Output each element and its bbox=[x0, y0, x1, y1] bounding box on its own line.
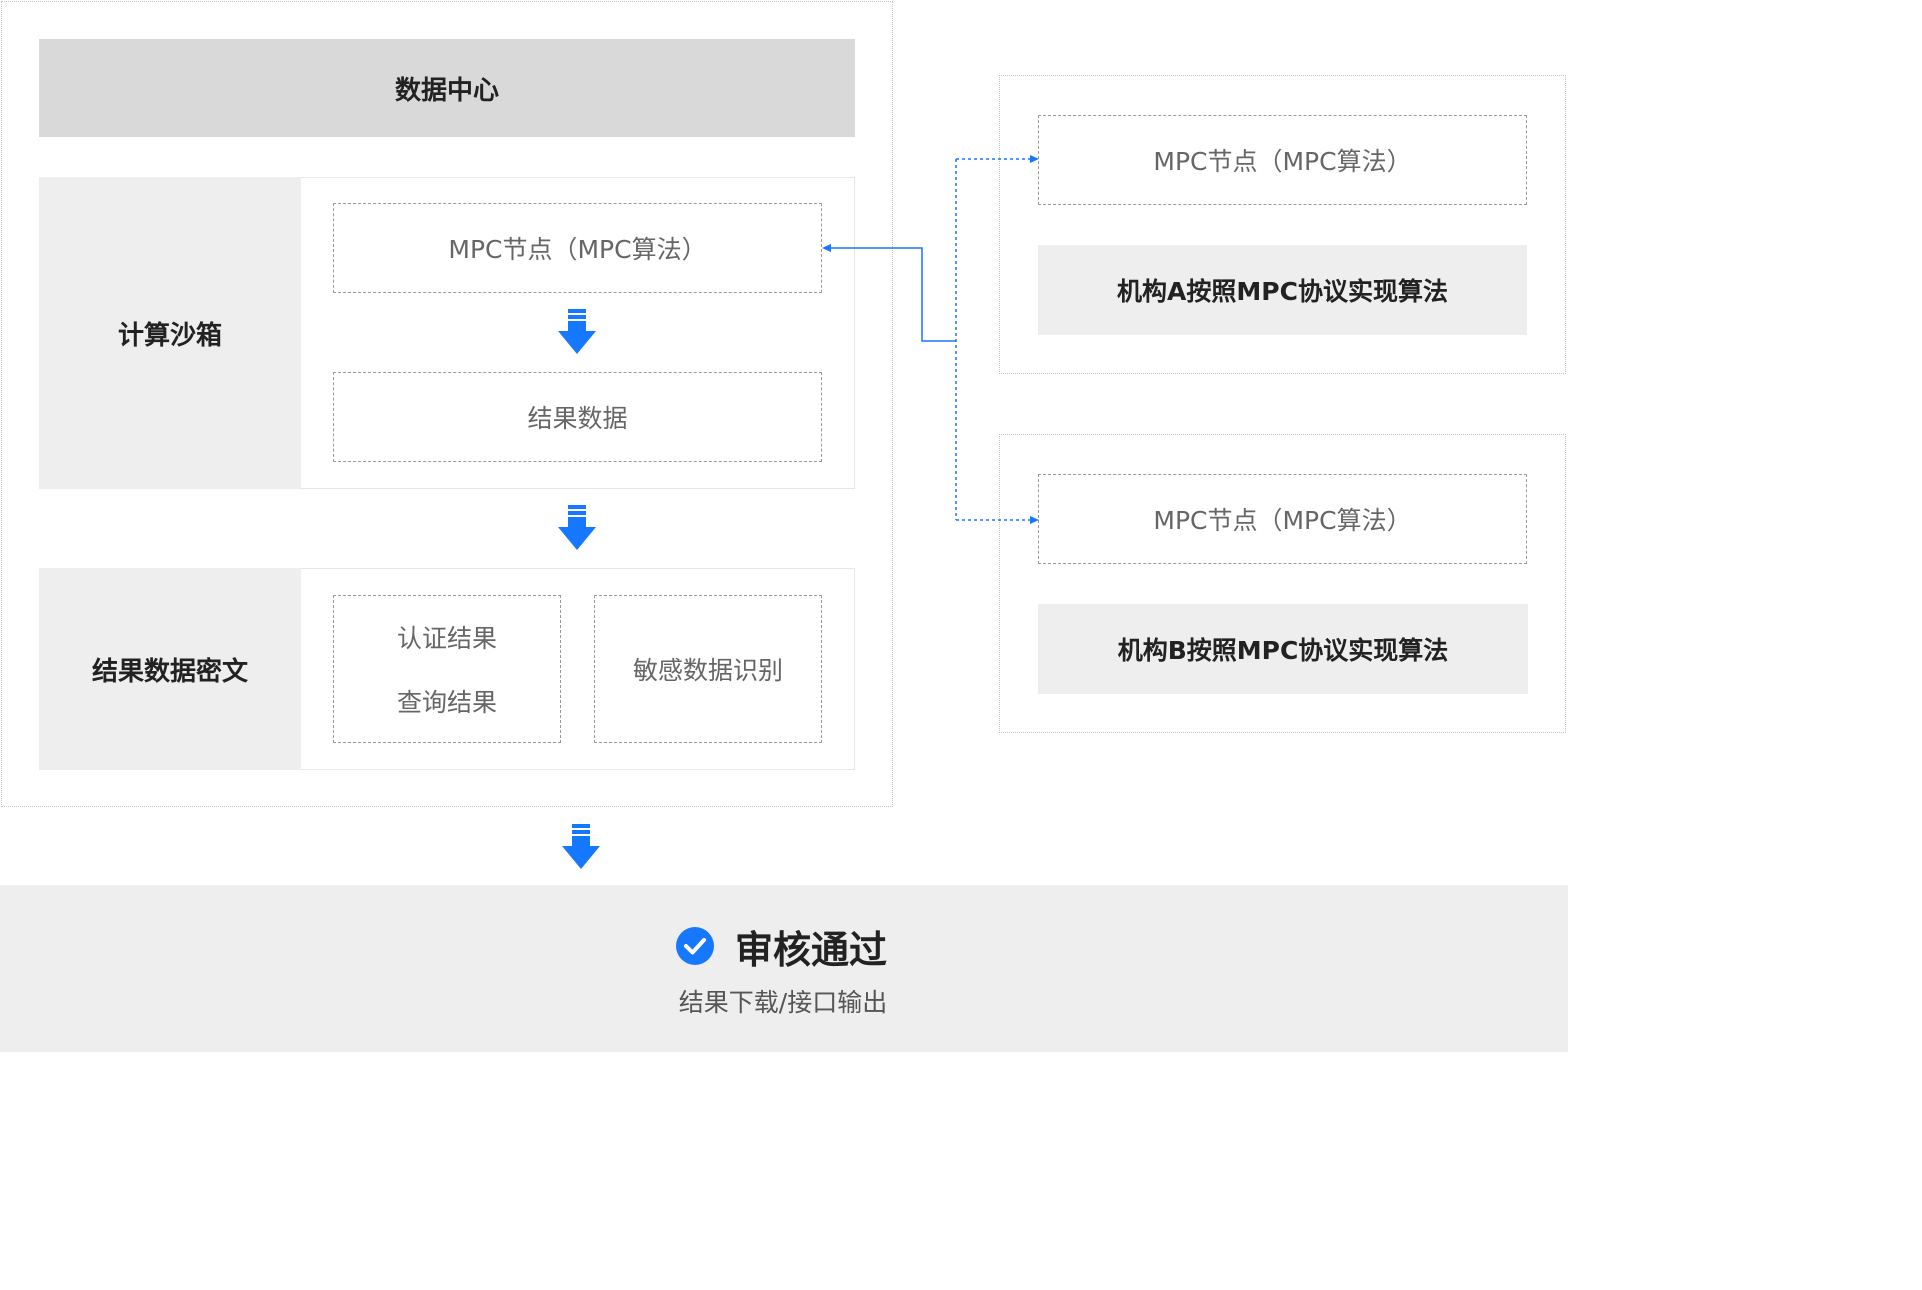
cipher-label-col: 结果数据密文 bbox=[39, 568, 301, 770]
result-data-box: 结果数据 bbox=[333, 372, 822, 462]
footer-status-row: 审核通过 bbox=[0, 918, 1568, 974]
query-result-label: 查询结果 bbox=[396, 688, 497, 717]
footer-subtitle: 结果下载/接口输出 bbox=[678, 988, 888, 1017]
org-a-mpc-node-label: MPC节点（MPC算法） bbox=[1153, 147, 1412, 176]
org-b-desc-box: 机构B按照MPC协议实现算法 bbox=[1038, 604, 1528, 694]
org-a-desc: 机构A按照MPC协议实现算法 bbox=[1117, 277, 1448, 306]
down-arrow-icon bbox=[557, 505, 597, 551]
result-data-label: 结果数据 bbox=[527, 404, 628, 433]
auth-result-label: 认证结果 bbox=[396, 624, 497, 653]
org-b-container bbox=[999, 434, 1566, 733]
connector-sandbox-line bbox=[830, 247, 956, 342]
auth-query-box: 认证结果 查询结果 bbox=[333, 595, 561, 743]
data-center-title: 数据中心 bbox=[394, 75, 499, 106]
org-b-desc: 机构B按照MPC协议实现算法 bbox=[1117, 636, 1449, 665]
down-arrow-icon bbox=[561, 824, 601, 870]
org-a-desc-box: 机构A按照MPC协议实现算法 bbox=[1038, 245, 1527, 335]
data-center-container bbox=[1, 1, 893, 807]
sensitive-data-box: 敏感数据识别 bbox=[594, 595, 822, 743]
status-title: 审核通过 bbox=[734, 927, 887, 972]
connector-sandbox-arrowhead bbox=[822, 244, 831, 252]
sandbox-mpc-node: MPC节点（MPC算法） bbox=[333, 203, 822, 293]
footer-band bbox=[0, 885, 1568, 1052]
footer-subtitle-row: 结果下载/接口输出 bbox=[0, 982, 1566, 1020]
org-a-container bbox=[999, 75, 1566, 374]
connector-lines bbox=[822, 155, 1039, 524]
org-b-mpc-node-label: MPC节点（MPC算法） bbox=[1153, 506, 1412, 535]
sandbox-label: 计算沙箱 bbox=[117, 320, 222, 351]
sensitive-data-label: 敏感数据识别 bbox=[632, 656, 783, 685]
sandbox-label-col: 计算沙箱 bbox=[39, 177, 301, 489]
check-circle-icon bbox=[675, 926, 715, 966]
data-center-header: 数据中心 bbox=[39, 39, 855, 137]
org-a-mpc-node: MPC节点（MPC算法） bbox=[1038, 115, 1527, 205]
connector-org-b-arrowhead bbox=[1030, 516, 1039, 524]
cipher-label: 结果数据密文 bbox=[91, 656, 248, 687]
connector-org-a-arrowhead bbox=[1030, 155, 1039, 163]
org-b-mpc-node: MPC节点（MPC算法） bbox=[1038, 474, 1527, 564]
sandbox-mpc-node-label: MPC节点（MPC算法） bbox=[448, 235, 707, 264]
down-arrow-icon bbox=[557, 309, 597, 355]
